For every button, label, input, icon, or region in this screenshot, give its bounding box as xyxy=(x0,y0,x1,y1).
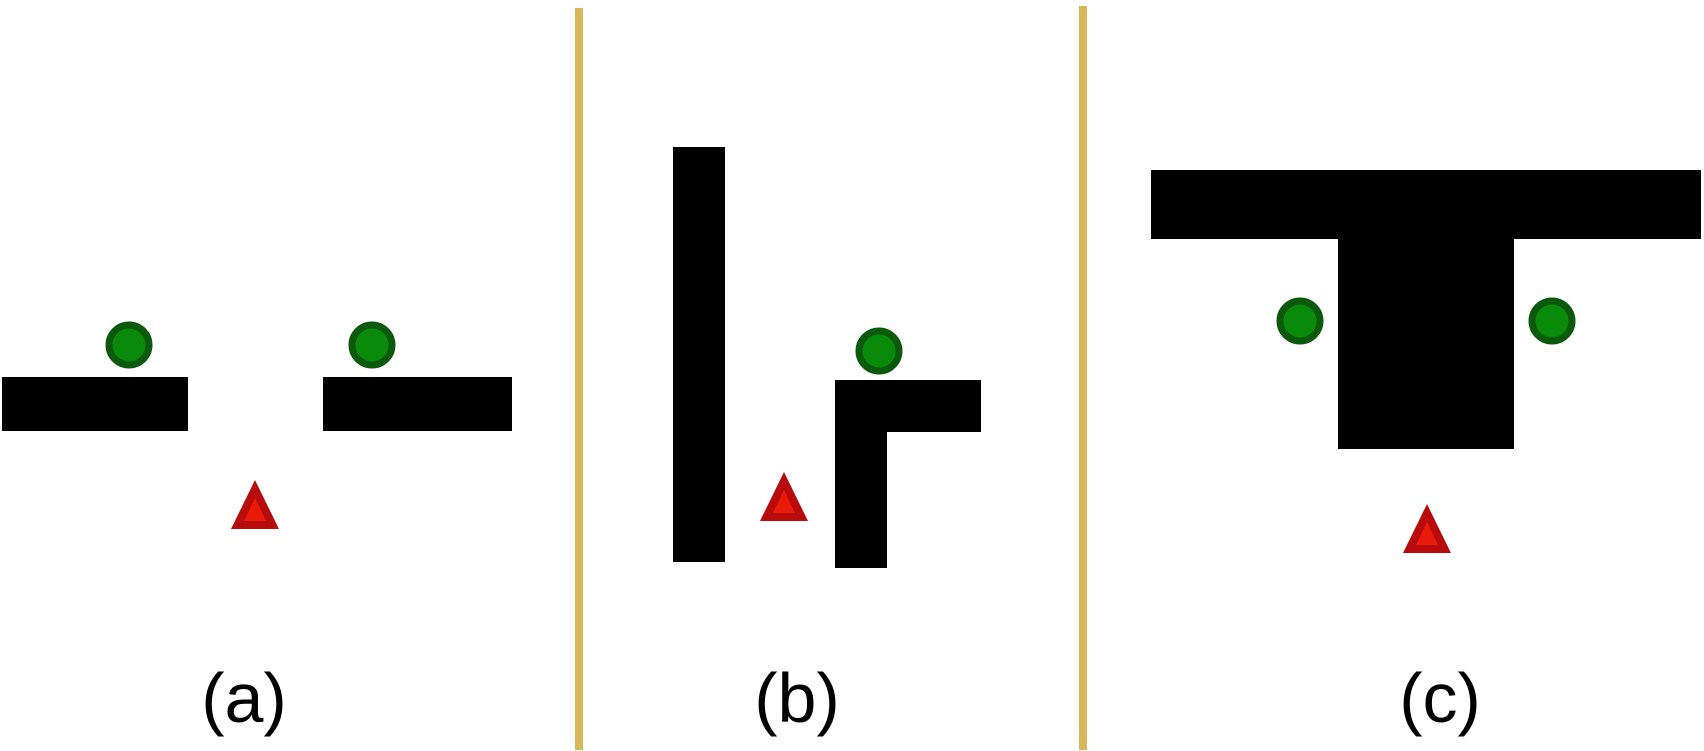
obstacle-l-stem xyxy=(835,380,887,568)
panel-c-caption: (c) xyxy=(1399,659,1481,737)
obstacle-left-bar xyxy=(2,377,188,431)
goal-marker-right xyxy=(348,321,396,369)
panel-b-caption: (b) xyxy=(754,659,840,737)
goal-marker-right xyxy=(1528,297,1576,345)
goal-marker-left xyxy=(1276,297,1324,345)
obstacle-t-stem xyxy=(1338,170,1514,449)
panel-a: (a) xyxy=(2,321,512,737)
obstacle-vertical-wall xyxy=(673,147,725,562)
agent-marker xyxy=(231,480,279,529)
panel-b: (b) xyxy=(673,147,981,737)
obstacle-right-bar xyxy=(323,377,512,431)
panel-c: (c) xyxy=(1151,170,1701,737)
goal-marker-left xyxy=(105,321,153,369)
agent-marker xyxy=(760,472,808,521)
agent-marker xyxy=(1403,504,1451,553)
goal-marker xyxy=(855,327,903,375)
panel-a-caption: (a) xyxy=(201,659,287,737)
